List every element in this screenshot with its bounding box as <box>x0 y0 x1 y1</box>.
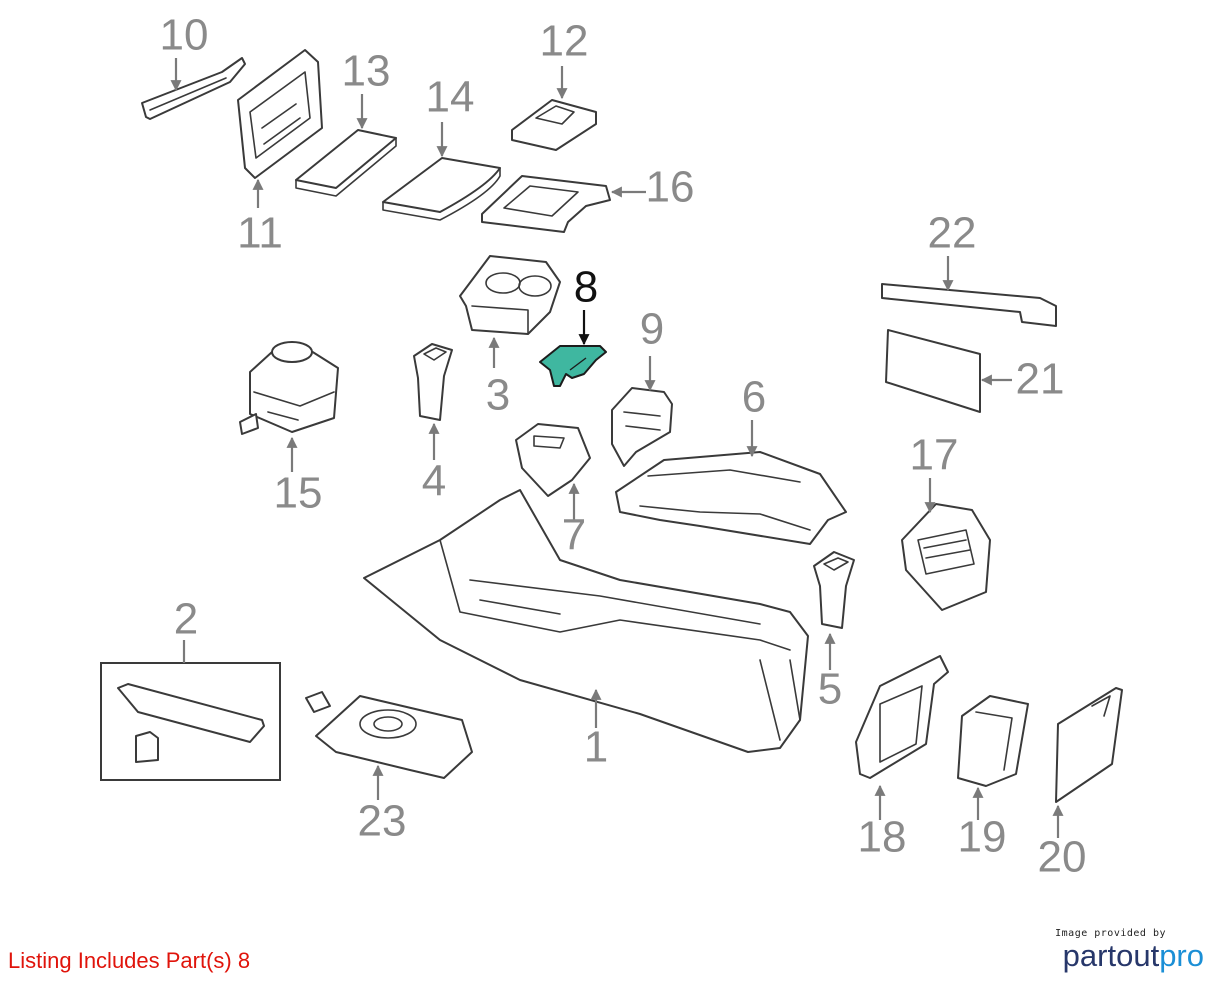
callout-11: 11 <box>237 209 283 258</box>
callout-2: 2 <box>174 595 198 644</box>
callout-labels: 10 11 12 13 14 16 22 21 8 9 3 6 17 4 15 … <box>160 11 1087 882</box>
callout-19: 19 <box>958 813 1007 862</box>
callout-15: 15 <box>274 469 323 518</box>
part-5-clip <box>813 551 855 629</box>
leader-lines <box>170 58 1064 838</box>
part-7-bracket <box>515 423 591 497</box>
part-22-trim-rail <box>881 283 1057 327</box>
part-19-bracket <box>957 695 1029 787</box>
part-17-vent <box>901 503 991 611</box>
callout-9: 9 <box>640 305 664 354</box>
callout-6: 6 <box>742 373 766 422</box>
part-4-clip <box>413 343 453 421</box>
part-14-mat <box>382 157 501 221</box>
listing-includes-text: Listing Includes Part(s) 8 <box>8 948 251 973</box>
credit-caption: Image provided by <box>1055 928 1166 939</box>
part-10-trim-strip <box>141 57 246 120</box>
part-13-pad <box>295 129 397 197</box>
part-11-bracket-panel <box>237 49 323 179</box>
partoutpro-logo: partoutpro <box>1055 939 1204 973</box>
brand-wordmark-part1: partout <box>1062 938 1160 973</box>
part-18-panel <box>855 655 949 779</box>
callout-8-active: 8 <box>574 263 598 312</box>
callout-20: 20 <box>1038 833 1087 882</box>
part-16-bezel <box>481 175 611 233</box>
callout-13: 13 <box>342 47 391 96</box>
part-23-speaker <box>305 691 473 779</box>
part-20-panel <box>1055 687 1123 803</box>
part-2-trim-kit <box>100 662 281 781</box>
callout-18: 18 <box>858 813 907 862</box>
part-8-bracket-highlighted <box>539 345 607 387</box>
callout-22: 22 <box>928 209 977 258</box>
brand-wordmark-part2: pro <box>1159 938 1204 973</box>
callout-10: 10 <box>160 11 209 60</box>
callout-14: 14 <box>426 73 475 122</box>
part-15-shifter <box>239 341 339 435</box>
callout-1: 1 <box>584 723 608 772</box>
callout-17: 17 <box>910 431 959 480</box>
callout-23: 23 <box>358 797 407 846</box>
part-12-cover <box>511 99 597 151</box>
callout-3: 3 <box>486 371 510 420</box>
part-6-armrest-lid <box>615 451 847 545</box>
callout-16: 16 <box>646 163 695 212</box>
callout-7: 7 <box>562 511 586 560</box>
image-credit: Image provided by partoutpro <box>1055 928 1204 973</box>
part-9-switch <box>611 387 673 467</box>
callout-4: 4 <box>422 457 446 506</box>
callout-21: 21 <box>1016 355 1065 404</box>
callout-12: 12 <box>540 17 589 66</box>
part-21-mesh-mat <box>885 329 981 413</box>
part-3-cup-holder <box>459 255 561 335</box>
callout-5: 5 <box>818 665 842 714</box>
part-1-console-body <box>363 489 809 753</box>
